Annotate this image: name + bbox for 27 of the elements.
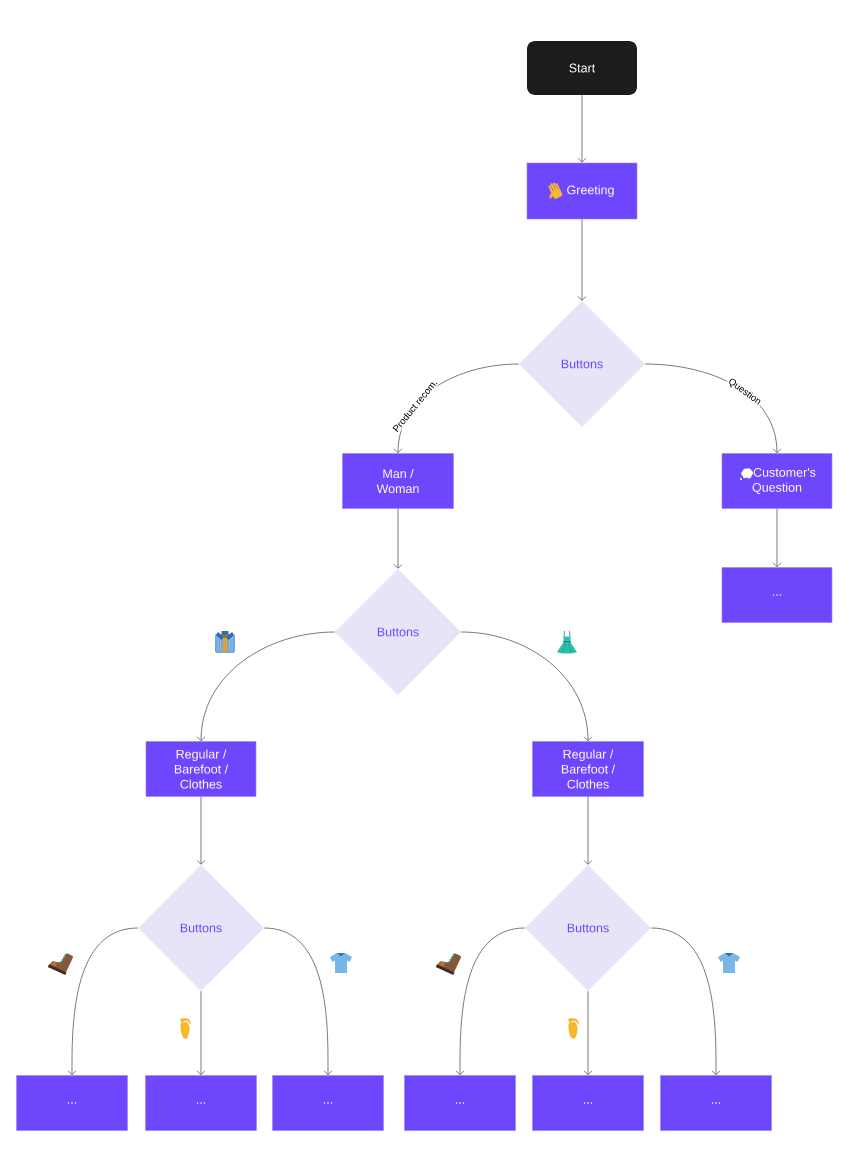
arrow	[772, 508, 782, 568]
arrow	[460, 631, 593, 742]
process-box: ...	[404, 1075, 516, 1131]
process-box: ...	[16, 1075, 128, 1131]
arrow	[583, 990, 593, 1076]
process-box: Customer's Question	[721, 453, 833, 509]
arrow	[196, 990, 206, 1076]
process-box: ...	[145, 1075, 257, 1131]
arrow	[577, 219, 587, 301]
process-box: Greeting	[526, 162, 638, 220]
process-box: Man / Woman	[342, 453, 454, 509]
process-box: ...	[660, 1075, 772, 1131]
arrow	[650, 927, 721, 1076]
arrow	[67, 927, 139, 1076]
arrow	[455, 927, 526, 1076]
arrow	[263, 927, 333, 1076]
terminal-box: Start	[527, 41, 637, 95]
process-box: ...	[532, 1075, 644, 1131]
process-box: Regular / Barefoot / Clothes	[532, 741, 644, 797]
arrow	[196, 796, 206, 865]
process-box: ...	[272, 1075, 384, 1131]
arrow	[393, 508, 403, 569]
arrow	[583, 796, 593, 865]
arrow	[577, 94, 587, 163]
process-box: Regular / Barefoot / Clothes	[145, 741, 257, 797]
process-box: ...	[721, 567, 833, 623]
arrow	[196, 631, 336, 742]
